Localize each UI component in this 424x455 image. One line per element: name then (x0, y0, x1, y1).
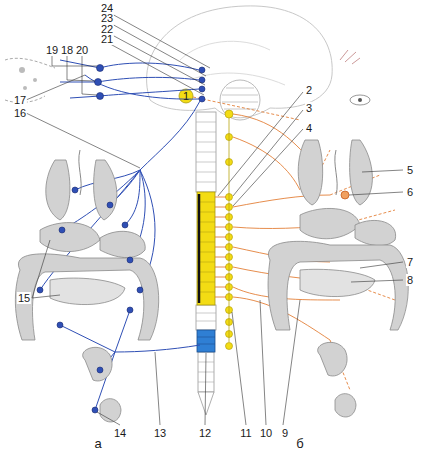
callout-number: 15 (17, 292, 31, 304)
callout-number: 13 (153, 427, 167, 439)
callout-number: 14 (113, 427, 127, 439)
callout-number: 18 (60, 44, 74, 56)
callout-number: 11 (239, 427, 252, 439)
callout-number: 7 (406, 256, 414, 268)
callout-number: 6 (406, 186, 414, 198)
panel-letter: б (295, 438, 304, 450)
callout-number: 9 (281, 427, 289, 439)
panel-letter: а (93, 438, 102, 450)
callout-number: 2 (305, 84, 313, 96)
callout-number: 8 (406, 274, 414, 286)
callout-number: 20 (75, 44, 89, 56)
callout-number: 1 (182, 90, 190, 102)
callout-number: 3 (305, 102, 313, 114)
callout-number: 12 (198, 427, 212, 439)
callout-number: 10 (259, 427, 273, 439)
callout-number: 16 (13, 107, 27, 119)
callout-number: 19 (45, 44, 59, 56)
callout-number: 17 (13, 94, 27, 106)
callout-number: 22 (100, 23, 114, 35)
callout-number: 24 (100, 2, 114, 14)
callout-number: 4 (305, 122, 313, 134)
callout-number: 5 (406, 164, 414, 176)
